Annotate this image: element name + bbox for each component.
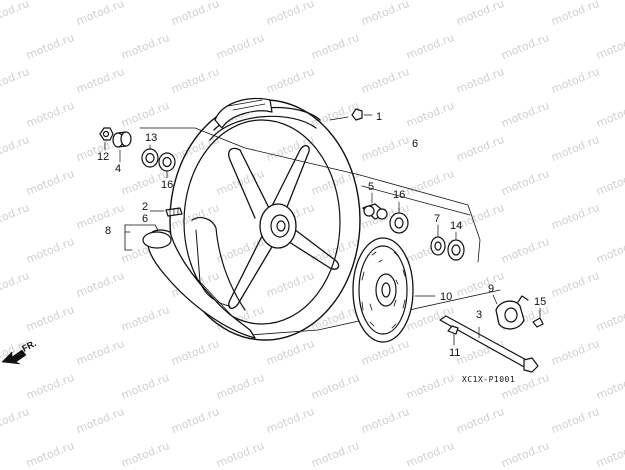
assembly-bracket-lines — [124, 116, 501, 336]
diagram-code: XC1X-P1001 — [462, 375, 515, 384]
wheel-rim — [169, 97, 361, 341]
callout-16-left: 16 — [161, 179, 173, 191]
part-11-bolt — [447, 325, 459, 346]
callout-16-right: 16 — [393, 189, 405, 201]
callout-9: 9 — [488, 283, 494, 295]
callout-2: 2 — [142, 201, 148, 213]
part-10-brake-disc — [352, 237, 436, 343]
part-5-distance-collar — [362, 192, 388, 220]
part-4-collar — [112, 131, 132, 148]
callout-6-upper: 6 — [412, 138, 418, 150]
direction-label: FR. — [20, 338, 37, 354]
callout-1: 1 — [376, 111, 382, 123]
callout-3: 3 — [476, 309, 482, 321]
callout-12: 12 — [97, 151, 109, 163]
part-14-dust-seal — [447, 231, 465, 261]
part-1-screw — [351, 108, 373, 121]
callout-11: 11 — [449, 347, 460, 359]
part-15-screw — [532, 307, 544, 328]
callout-13: 13 — [145, 132, 157, 144]
callout-14: 14 — [450, 220, 462, 232]
part-12-nut — [99, 127, 114, 141]
part-13-oil-seal — [141, 148, 159, 168]
callout-4: 4 — [115, 163, 121, 175]
callout-5: 5 — [368, 181, 374, 193]
part-9-gearbox — [492, 294, 529, 330]
callout-15: 15 — [534, 296, 546, 308]
front-direction-arrow — [1, 349, 27, 365]
callout-8: 8 — [105, 225, 111, 237]
part-16-bearing-left — [158, 152, 176, 172]
callout-6-lower: 6 — [142, 213, 148, 225]
part-3-axle — [439, 315, 539, 373]
part-16-bearing-right — [389, 201, 409, 234]
tire-section — [142, 217, 256, 339]
callout-7: 7 — [434, 213, 440, 225]
callout-10: 10 — [440, 291, 452, 303]
part-2-valve — [165, 207, 183, 217]
part-7-side-collar — [430, 224, 446, 256]
